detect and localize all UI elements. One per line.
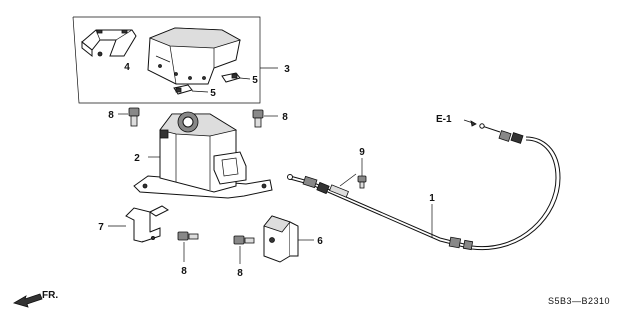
diagram-code: S5B3—B2310 bbox=[548, 296, 610, 306]
bracket-part-7 bbox=[108, 205, 169, 243]
bolt-part-8-lower-left bbox=[177, 231, 199, 262]
callout-5b: 5 bbox=[210, 88, 216, 99]
actuator-part-2 bbox=[133, 111, 273, 199]
callout-8-upper-left: 8 bbox=[108, 110, 114, 121]
clip-part-5b bbox=[173, 84, 209, 95]
clip-part-5a bbox=[221, 72, 251, 83]
callout-1: 1 bbox=[429, 193, 435, 204]
callout-8-upper-right: 8 bbox=[282, 112, 288, 123]
callout-9: 9 bbox=[359, 147, 365, 158]
callout-6: 6 bbox=[317, 236, 323, 247]
bracket-part-6 bbox=[263, 215, 314, 263]
direction-label: FR. bbox=[42, 290, 58, 301]
callout-5a: 5 bbox=[252, 75, 258, 86]
callout-2: 2 bbox=[134, 153, 140, 164]
reference-label: E-1 bbox=[436, 114, 452, 125]
callout-8-lower-right: 8 bbox=[237, 268, 243, 279]
cable-part-1 bbox=[287, 119, 561, 251]
front-arrow-icon bbox=[12, 293, 43, 308]
callout-4: 4 bbox=[124, 62, 130, 73]
bolt-part-8-upper-right bbox=[252, 109, 278, 128]
bracket-part-4 bbox=[81, 29, 137, 58]
callout-3: 3 bbox=[284, 64, 290, 75]
bolt-part-9 bbox=[357, 158, 367, 189]
bolt-part-8-upper-left bbox=[118, 107, 140, 127]
cover-group-frame bbox=[72, 16, 278, 104]
bolt-part-8-lower-right bbox=[233, 235, 255, 264]
callout-7: 7 bbox=[98, 222, 104, 233]
cover-part-3 bbox=[147, 27, 242, 85]
callout-8-lower-left: 8 bbox=[181, 266, 187, 277]
